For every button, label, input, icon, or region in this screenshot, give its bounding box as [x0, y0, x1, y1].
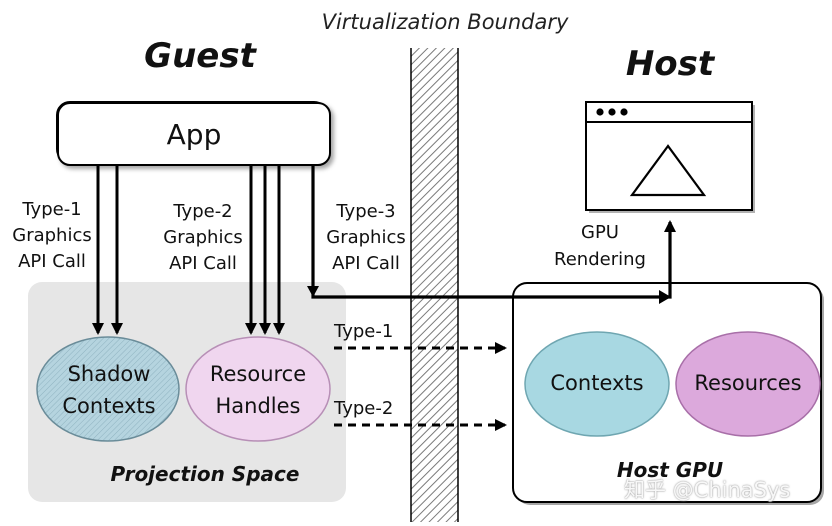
- contexts-ellipse: [524, 331, 670, 437]
- projection-space-label: Projection Space: [110, 462, 300, 486]
- resource-handles-label: Resource Handles: [209, 362, 307, 418]
- type1-call-label: Type-1 Graphics API Call: [12, 199, 92, 272]
- window-dot: [620, 108, 628, 116]
- type2-projection-label: Type-2: [334, 398, 394, 419]
- virtualization-boundary-title: Virtualization Boundary: [321, 10, 569, 34]
- type2-call-label: Type-2 Graphics API Call: [163, 201, 243, 274]
- resources-ellipse: [675, 331, 821, 437]
- resources-label: Resources: [694, 371, 802, 395]
- type3-down-arrowhead: [307, 286, 319, 297]
- host-title: Host: [625, 44, 715, 84]
- resource-handles-ellipse: [185, 336, 331, 442]
- type1-projection-label: Type-1: [334, 321, 394, 342]
- app-label: App: [166, 117, 222, 151]
- app-node: App: [57, 102, 331, 166]
- host-gpu-label: Host GPU: [616, 458, 724, 482]
- guest-title: Guest: [144, 36, 256, 76]
- window-dot: [608, 108, 616, 116]
- gpu-rendering-label: GPU Rendering: [554, 222, 646, 270]
- shadow-contexts-ellipse: [36, 336, 180, 442]
- watermark: 知乎 @ChinaSys: [624, 478, 791, 502]
- type3-gpu-path: [311, 162, 676, 299]
- virtualization-boundary-band: [411, 48, 458, 522]
- shadow-contexts-label: Shadow Contexts: [62, 362, 156, 418]
- type3-call-label: Type-3 Graphics API Call: [326, 201, 406, 274]
- window-dot: [596, 108, 604, 116]
- triangle-icon: [629, 144, 707, 197]
- type3-right-arrowhead: [659, 290, 671, 304]
- contexts-label: Contexts: [550, 371, 644, 395]
